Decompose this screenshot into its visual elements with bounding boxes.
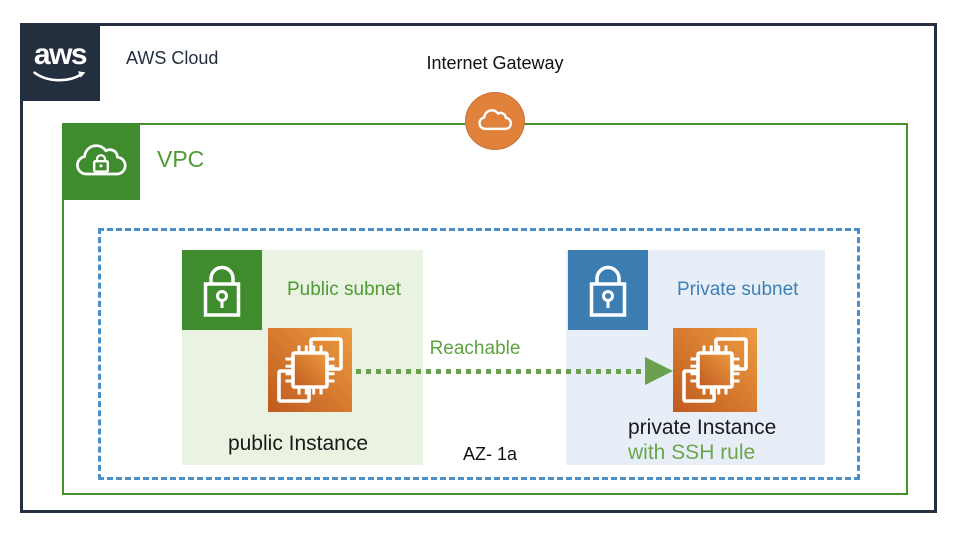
- availability-zone-label: AZ- 1a: [462, 444, 518, 464]
- internet-gateway-node: [465, 92, 525, 150]
- public-subnet-icon: [182, 250, 262, 330]
- ec2-instance-icon: [268, 328, 352, 412]
- cloud-icon: [478, 109, 513, 131]
- vpc-label: VPC: [157, 146, 205, 172]
- public-subnet-label: Public subnet: [287, 279, 402, 300]
- aws-cloud-label: AWS Cloud: [126, 48, 219, 68]
- connection-label: Reachable: [429, 338, 521, 359]
- lock-icon: [203, 265, 241, 317]
- cloud-lock-icon: [76, 143, 127, 175]
- public-instance-label: public Instance: [227, 432, 369, 455]
- aws-logo-text: aws: [33, 38, 88, 71]
- aws-logo: aws: [20, 23, 100, 101]
- aws-smile-icon: [33, 71, 86, 82]
- public-instance-node: [268, 328, 352, 412]
- vpc-icon: [62, 123, 140, 200]
- dotted-connection-line: [356, 369, 646, 374]
- private-instance-label: private Instance: [628, 416, 777, 439]
- private-subnet-icon: [568, 250, 648, 330]
- lock-icon: [589, 265, 627, 317]
- private-instance-sublabel: with SSH rule: [628, 441, 756, 464]
- availability-zone-boundary: [98, 228, 860, 480]
- private-subnet-label: Private subnet: [677, 279, 799, 300]
- private-instance-node: [673, 328, 757, 412]
- ec2-instance-icon: [673, 328, 757, 412]
- arrowhead-icon: [645, 357, 673, 385]
- internet-gateway-label: Internet Gateway: [426, 53, 564, 73]
